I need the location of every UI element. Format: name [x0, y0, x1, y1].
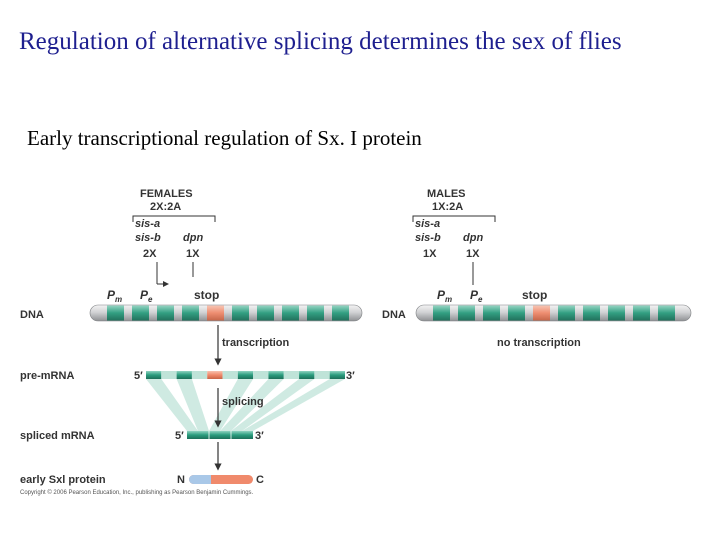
- females-dpn: dpn: [183, 232, 203, 244]
- protein-n-terminus: N: [177, 474, 185, 486]
- males-sisa: sis-a: [415, 218, 440, 230]
- males-dpn-dose: 1X: [466, 248, 480, 260]
- pre-mrna-strand: [146, 371, 345, 379]
- pre-mrna-exon: [237, 371, 254, 379]
- males-dna-exon: [583, 305, 600, 321]
- no-transcription-label: no transcription: [497, 337, 581, 349]
- females-sisb: sis-b: [135, 232, 161, 244]
- females-pe-label: Pe: [140, 288, 153, 304]
- pre-mrna-3prime: 3′: [346, 370, 355, 382]
- males-dna-exon: [458, 305, 475, 321]
- males-dna: [415, 304, 692, 322]
- spliced-5prime: 5′: [175, 430, 184, 442]
- spliced-mrna-row-label: spliced mRNA: [20, 430, 95, 442]
- pre-mrna-exon: [146, 371, 162, 379]
- early-sxl-protein: [189, 475, 253, 484]
- females-dna-exon: [132, 305, 149, 321]
- females-dna-exon: [232, 305, 249, 321]
- females-dna-exon: [157, 305, 174, 321]
- pre-mrna-intron: [191, 371, 208, 379]
- females-bracket: [132, 215, 216, 222]
- transcription-label: transcription: [222, 337, 290, 349]
- slide-subtitle: Early transcriptional regulation of Sx. …: [27, 126, 422, 150]
- splice-band: [209, 379, 254, 431]
- males-pm-label: Pm: [437, 288, 452, 304]
- females-dna-exon: [182, 305, 199, 321]
- pre-mrna-exon: [268, 371, 284, 379]
- males-ratio: 1X:2A: [432, 201, 463, 213]
- males-pe-label: Pe: [470, 288, 483, 304]
- males-dna-exon: [558, 305, 575, 321]
- spliced-mrna-strand: [187, 431, 253, 439]
- pre-mrna-intron: [314, 371, 330, 379]
- spliced-3prime: 3′: [255, 430, 264, 442]
- pre-mrna-intron: [161, 371, 177, 379]
- pre-mrna-intron: [253, 371, 269, 379]
- dna-row-label: DNA: [20, 309, 44, 321]
- splice-band: [231, 379, 315, 431]
- males-promoters: Pm Pe stop: [437, 288, 547, 304]
- males-dna-exon: [433, 305, 450, 321]
- males-bracket: [412, 215, 496, 222]
- females-sis-dose: 2X: [143, 248, 157, 260]
- females-heading: FEMALES: [140, 188, 193, 200]
- protein-c-terminus: C: [256, 474, 264, 486]
- males-sis-dose: 1X: [423, 248, 437, 260]
- males-dna-exon: [658, 305, 675, 321]
- males-stop-label: stop: [522, 288, 547, 302]
- males-dna-stop-exon: [533, 305, 550, 321]
- females-stop-label: stop: [194, 288, 219, 302]
- early-protein-row-label: early Sxl protein: [20, 474, 106, 486]
- males-sisb: sis-b: [415, 232, 441, 244]
- females-dna-exon: [257, 305, 274, 321]
- splice-band: [220, 379, 284, 431]
- splice-fan: [146, 379, 345, 431]
- males-dna-label: DNA: [382, 309, 406, 321]
- pre-mrna-exon: [299, 371, 315, 379]
- females-dna-exon: [282, 305, 299, 321]
- pre-mrna-exon: [176, 371, 192, 379]
- females-ratio: 2X:2A: [150, 201, 181, 213]
- females-dna: [89, 304, 363, 322]
- pre-mrna-intron: [222, 371, 238, 379]
- copyright-text: Copyright © 2006 Pearson Education, Inc.…: [20, 489, 254, 496]
- females-dna-exon: [307, 305, 324, 321]
- females-sisa: sis-a: [135, 218, 160, 230]
- splice-band: [242, 379, 345, 431]
- spliced-mrna-exons: [187, 431, 253, 439]
- females-promoters: Pm Pe stop: [107, 288, 219, 304]
- pre-mrna-intron: [283, 371, 300, 379]
- females-pm-label: Pm: [107, 288, 122, 304]
- males-dna-exon: [483, 305, 500, 321]
- pre-mrna-stop-segment: [207, 371, 223, 379]
- pre-mrna-row-label: pre-mRNA: [20, 370, 74, 382]
- protein-n-domain-join: [203, 475, 211, 484]
- females-dna-exon: [107, 305, 124, 321]
- females-panel: FEMALES 2X:2A sis-a sis-b dpn 2X 1X: [132, 188, 216, 287]
- splice-band: [146, 379, 198, 431]
- males-dna-exon: [508, 305, 525, 321]
- pre-mrna-exon: [329, 371, 345, 379]
- males-heading: MALES: [427, 188, 466, 200]
- splice-band: [176, 379, 209, 431]
- pre-mrna-5prime: 5′: [134, 370, 143, 382]
- males-dpn: dpn: [463, 232, 483, 244]
- females-dna-stop-exon: [207, 305, 224, 321]
- females-dna-exon: [332, 305, 349, 321]
- splicing-label: splicing: [222, 396, 264, 408]
- males-dna-exon: [608, 305, 625, 321]
- males-panel: MALES 1X:2A sis-a sis-b dpn 1X 1X: [412, 188, 496, 285]
- slide-title: Regulation of alternative splicing deter…: [19, 28, 622, 55]
- males-dna-exon: [633, 305, 650, 321]
- females-dpn-dose: 1X: [186, 248, 200, 260]
